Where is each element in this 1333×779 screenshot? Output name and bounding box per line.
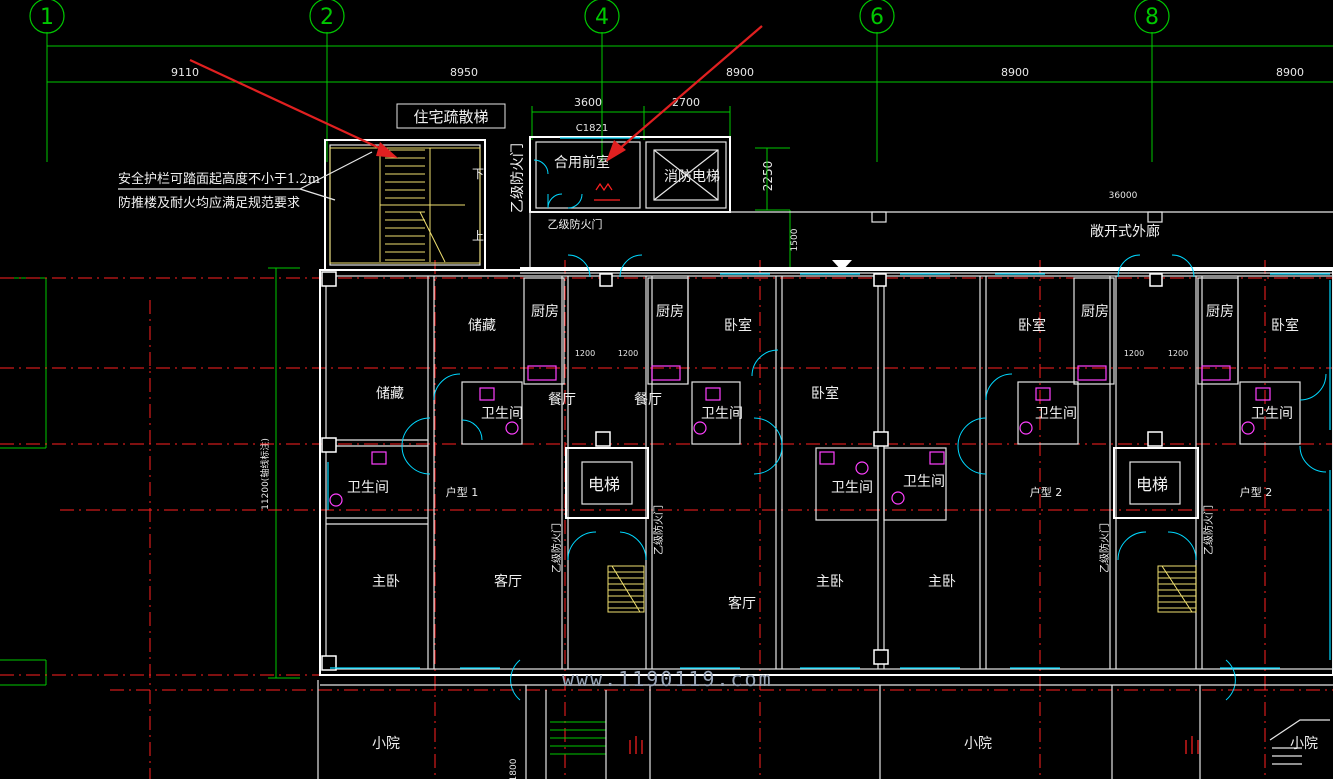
dim-bay-1: 9110 xyxy=(171,66,199,79)
room-bath-4: 卫生间 xyxy=(1251,406,1293,422)
room-bath-1: 卫生间 xyxy=(481,406,523,422)
note-line-2: 防推楼及耐火均应满足规范要求 xyxy=(118,195,300,211)
room-bedroom-4: 卧室 xyxy=(1271,317,1299,334)
grid-number: 1 xyxy=(40,5,54,30)
room-courtyard-3: 小院 xyxy=(1290,736,1318,752)
grid-bubble-4: 4 xyxy=(584,0,620,34)
shared-anteroom-label: 合用前室 xyxy=(554,154,610,171)
room-kitchen-1: 厨房 xyxy=(531,304,559,320)
fire-door-lift-2b: 乙级防火门 xyxy=(1202,505,1215,555)
dim-elevator-bay: 2700 xyxy=(672,96,700,109)
room-kitchen-4: 厨房 xyxy=(1206,304,1234,320)
room-master-3: 主卧 xyxy=(928,574,956,590)
left-boundary xyxy=(0,277,47,686)
grid-number: 8 xyxy=(1145,5,1159,30)
open-corridor-label: 敞开式外廊 xyxy=(1090,223,1160,240)
room-bedroom-3: 卧室 xyxy=(1018,317,1046,334)
fire-elevator-label: 消防电梯 xyxy=(664,169,720,185)
unit-walls xyxy=(319,269,1333,676)
grid-lines xyxy=(46,32,1333,162)
dim-1200-c: 1200 xyxy=(1124,349,1144,358)
grid-bubble-6: 6 xyxy=(859,0,895,34)
room-storage-2: 储藏 xyxy=(376,386,404,402)
annotation-arrows xyxy=(189,25,763,162)
stair-title: 住宅疏散梯 xyxy=(413,108,488,126)
dim-1200-d: 1200 xyxy=(1168,349,1188,358)
room-elevator-2: 电梯 xyxy=(1136,475,1168,494)
stair-down-label: 下 xyxy=(472,167,484,181)
windows xyxy=(327,280,1331,669)
window-tag: C1821 xyxy=(576,123,608,134)
dim-anteroom: 3600 xyxy=(574,96,602,109)
dim-2250: 2250 xyxy=(761,161,775,192)
room-kitchen-2: 厨房 xyxy=(656,304,684,320)
dim-bay-4: 8900 xyxy=(1001,66,1029,79)
fixtures xyxy=(329,365,1271,507)
dim-1200-a: 1200 xyxy=(575,349,595,358)
grid-bubble-2: 2 xyxy=(309,0,345,34)
fire-door-label: 乙级防火门 xyxy=(548,217,603,231)
room-bath-6: 卫生间 xyxy=(831,480,873,496)
stair-up-label: 上 xyxy=(472,229,484,243)
fire-door-label-vertical: 乙级防火门 xyxy=(510,143,526,213)
dim-1500: 1500 xyxy=(790,228,800,251)
room-dining-1: 餐厅 xyxy=(548,392,576,408)
dim-corridor: 36000 xyxy=(1109,191,1138,201)
dim-1200-b: 1200 xyxy=(618,349,638,358)
room-bath-2: 卫生间 xyxy=(701,406,743,422)
dim-bay-5: 8900 xyxy=(1276,66,1304,79)
unit-type-2a: 户型 2 xyxy=(1030,485,1063,499)
grid-number: 6 xyxy=(870,5,884,30)
unit-type-2b: 户型 2 xyxy=(1240,485,1273,499)
grid-number: 2 xyxy=(320,5,334,30)
note-line-1: 安全护栏可踏面起高度不小于1.2m xyxy=(118,171,320,187)
dim-bottom: 1800 xyxy=(509,758,519,779)
room-courtyard-2: 小院 xyxy=(964,736,992,752)
room-bath-7: 卫生间 xyxy=(903,474,945,490)
dim-depth: 11200(轴线标注) xyxy=(259,438,271,510)
room-labels: 储藏 储藏 厨房 厨房 厨房 厨房 卧室 卧室 卧室 卧室 餐厅 餐厅 卫生间 … xyxy=(347,304,1318,752)
room-bath-3: 卫生间 xyxy=(1035,406,1077,422)
room-bedroom-2: 卧室 xyxy=(811,385,839,402)
room-storage-1: 储藏 xyxy=(468,318,496,334)
fire-door-lift-2a: 乙级防火门 xyxy=(1098,523,1111,573)
grid-bubble-1: 1 xyxy=(29,0,65,34)
courtyards xyxy=(317,680,1333,779)
fire-door-lift-1b: 乙级防火门 xyxy=(652,505,665,555)
room-courtyard-1: 小院 xyxy=(372,736,400,752)
room-dining-2: 餐厅 xyxy=(634,392,662,408)
guardrail-note: 安全护栏可踏面起高度不小于1.2m 防推楼及耐火均应满足规范要求 xyxy=(118,151,373,211)
room-bedroom-1: 卧室 xyxy=(724,317,752,334)
dim-bay-3: 8900 xyxy=(726,66,754,79)
room-living-2: 客厅 xyxy=(728,595,756,612)
dim-bay-2: 8950 xyxy=(450,66,478,79)
room-master-2: 主卧 xyxy=(816,574,844,590)
unit-stairs xyxy=(550,565,1330,765)
room-kitchen-3: 厨房 xyxy=(1081,304,1109,320)
axis-lines xyxy=(0,260,1333,779)
unit-type-1: 户型 1 xyxy=(446,485,479,499)
stair-title-box xyxy=(396,103,506,129)
doors xyxy=(401,254,1327,701)
grid-number: 4 xyxy=(595,5,609,30)
evacuation-stair: 住宅疏散梯 下 上 xyxy=(324,103,506,271)
room-master-1: 主卧 xyxy=(372,574,400,590)
room-bath-5: 卫生间 xyxy=(347,480,389,496)
open-corridor: 敞开式外廊 xyxy=(520,211,1333,275)
watermark: www.1190119.com xyxy=(562,667,773,691)
fire-door-lift-1a: 乙级防火门 xyxy=(550,523,563,573)
room-elevator-1: 电梯 xyxy=(588,475,620,494)
room-living-1: 客厅 xyxy=(494,573,522,590)
grid-bubble-8: 8 xyxy=(1134,0,1170,34)
